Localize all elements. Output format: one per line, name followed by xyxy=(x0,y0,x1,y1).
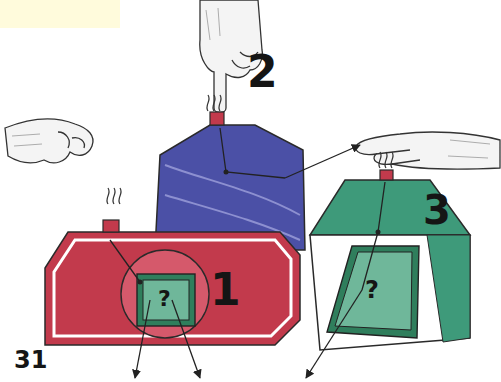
green-house: 3? xyxy=(305,178,475,350)
paper-tint xyxy=(0,0,120,28)
left-hand xyxy=(5,119,93,163)
window: ? xyxy=(137,274,195,326)
blue-box-outline xyxy=(155,120,305,250)
flat-hand xyxy=(356,132,500,169)
leader-dot xyxy=(138,280,143,285)
leader-dot xyxy=(376,230,381,235)
node-text: ? xyxy=(158,288,171,310)
blue-box: 2 xyxy=(155,120,305,250)
figure-number: 31 xyxy=(14,348,47,372)
box-number: ? xyxy=(365,278,379,302)
red-box: 1? xyxy=(45,232,300,345)
box-number: 1 xyxy=(210,268,241,312)
box-number: 2 xyxy=(247,50,278,94)
leader-dot xyxy=(224,170,229,175)
node-text: 3 xyxy=(423,190,451,230)
